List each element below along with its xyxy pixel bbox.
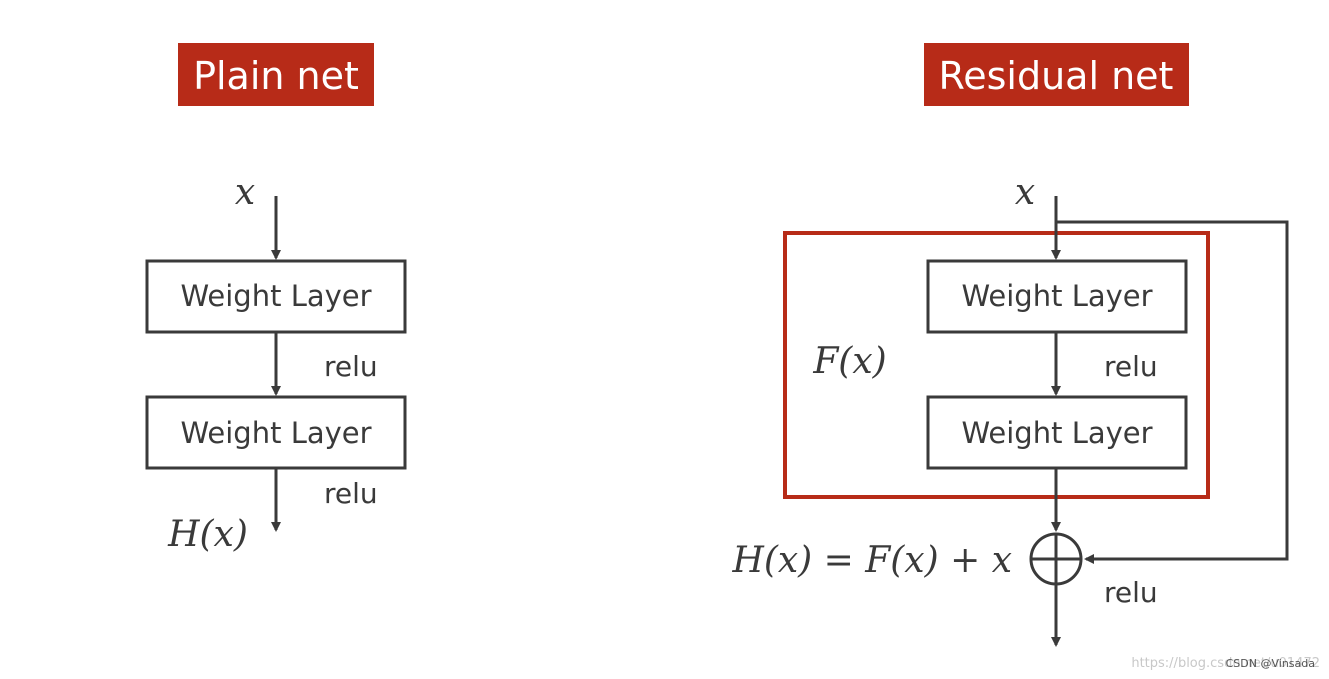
watermark-url: https://blog.csdn.net/u01472: [1131, 656, 1320, 671]
addition-node-icon: [1029, 532, 1083, 586]
plain-weight-layer-1-label: Weight Layer: [180, 279, 371, 313]
plain-net-section: Plain net x Weight Layer relu Weight Lay…: [145, 43, 407, 555]
residual-weight-layer-1: [926, 259, 1188, 334]
residual-net-section: Residual net x F(x) Weight Layer relu We…: [731, 43, 1289, 647]
residual-weight-layer-1-label: Weight Layer: [961, 279, 1152, 313]
residual-weight-layer-2-label: Weight Layer: [961, 416, 1152, 450]
plain-net-title-bg: [178, 43, 374, 106]
residual-net-input-label: x: [1015, 172, 1035, 213]
plain-weight-layer-2-label: Weight Layer: [180, 416, 371, 450]
residual-block-label: F(x): [812, 341, 886, 382]
watermark: https://blog.csdn.net/u01472 CSDN @Vinsa…: [1131, 656, 1320, 671]
residual-net-title: Residual net: [939, 54, 1174, 98]
residual-relu-2-label: relu: [1104, 576, 1158, 609]
residual-relu-1-label: relu: [1104, 350, 1158, 383]
plain-weight-layer-1: [145, 259, 407, 334]
residual-net-title-bg: [924, 43, 1189, 106]
watermark-credit: CSDN @Vinsada: [1226, 657, 1315, 670]
plain-relu-2-label: relu: [324, 477, 378, 510]
residual-sum-equation: H(x) = F(x) + x: [731, 540, 1012, 581]
residual-block-boundary: [783, 231, 1210, 499]
plain-net-input-label: x: [235, 172, 255, 213]
skip-connection-line: [1056, 220, 1289, 564]
plain-net-output-label: H(x): [167, 514, 248, 555]
plain-net-title: Plain net: [193, 54, 359, 98]
plain-relu-1-label: relu: [324, 350, 378, 383]
